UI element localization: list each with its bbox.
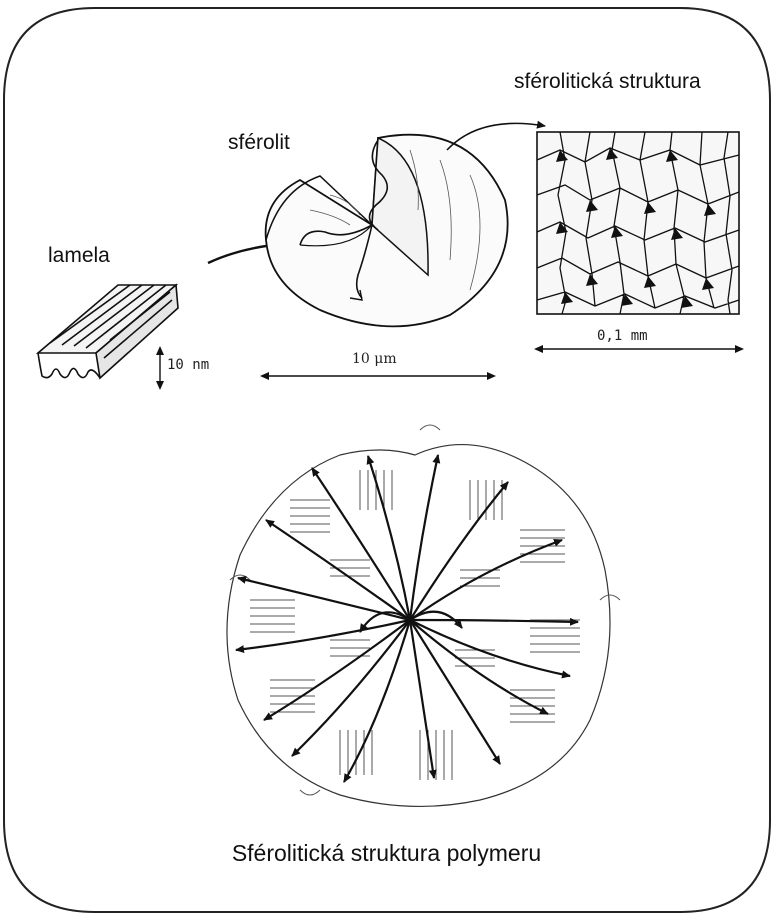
spherulitic-structure-illustration	[537, 132, 739, 314]
scale-label-01mm: 0,1 mm	[597, 328, 648, 344]
label-sferolit: sférolit	[228, 131, 290, 155]
label-sferoliticka-struktura: sférolitická struktura	[514, 70, 701, 94]
scale-label-10nm: 10 nm	[167, 357, 209, 373]
scale-label-10um: 10 μm	[352, 351, 397, 367]
spherulite-illustration	[266, 135, 508, 327]
figure-caption: Sférolitická struktura polymeru	[0, 840, 773, 867]
arrow-sferolit-to-struktura	[447, 123, 545, 150]
polymer-spherulite-schematic	[227, 425, 620, 806]
lamella-illustration	[38, 285, 178, 378]
label-lamela: lamela	[48, 244, 110, 268]
